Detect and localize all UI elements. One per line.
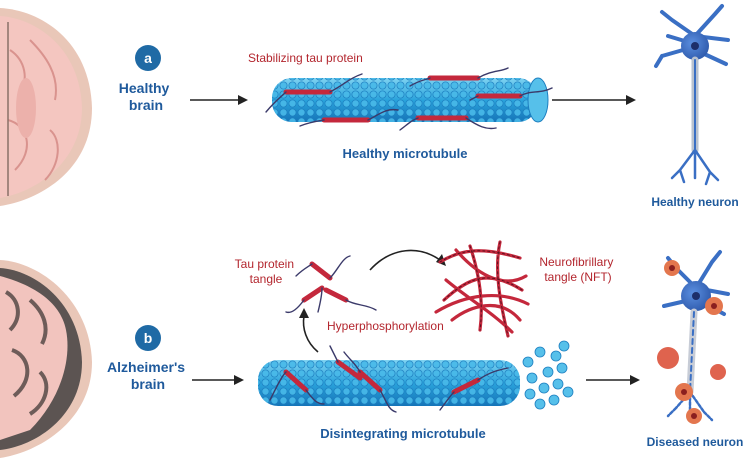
arrow-b-2 xyxy=(586,375,640,385)
diseased-neuron-label: Diseased neuron xyxy=(647,435,744,449)
healthy-neuron-label: Healthy neuron xyxy=(651,195,738,209)
stabilizing-tau-label: Stabilizing tau protein xyxy=(248,51,363,65)
amyloid-plaques xyxy=(657,260,726,424)
badge-a xyxy=(135,45,161,71)
alzheimers-brain-label: Alzheimer's brain xyxy=(107,359,189,392)
disintegrating-microtubule-label: Disintegrating microtubule xyxy=(320,426,485,441)
hyperphosphorylation-label: Hyperphosphorylation xyxy=(327,319,444,333)
panel-a: a Healthy brain Stabilizing tau protein xyxy=(0,4,739,209)
healthy-neuron xyxy=(654,4,730,186)
healthy-brain-label: Healthy brain xyxy=(119,80,173,113)
arrow-a-2 xyxy=(552,95,636,105)
tau-tangle xyxy=(285,255,377,314)
panel-b: b Alzheimer's brain Tau protein tangle xyxy=(0,240,744,458)
healthy-microtubule xyxy=(265,67,553,131)
badge-b-text: b xyxy=(144,330,153,346)
nft-label: Neurofibrillary tangle (NFT) xyxy=(539,255,616,284)
arrow-microtubule-to-tangle xyxy=(299,308,319,353)
tau-proteins xyxy=(265,67,553,131)
nft-tangle xyxy=(434,240,530,338)
arrow-a-1 xyxy=(190,95,248,105)
detached-tubulin xyxy=(522,340,574,410)
arrow-b-1 xyxy=(192,375,244,385)
healthy-brain-image xyxy=(0,8,92,206)
tau-tangle-label: Tau protein tangle xyxy=(235,257,298,286)
alzheimers-brain-image xyxy=(0,260,92,458)
detaching-tau xyxy=(269,345,509,413)
badge-a-text: a xyxy=(144,50,152,66)
arrow-tangle-to-nft xyxy=(369,249,446,271)
healthy-microtubule-label: Healthy microtubule xyxy=(343,146,468,161)
diseased-neuron xyxy=(662,250,730,422)
disintegrating-microtubule xyxy=(258,340,574,413)
badge-b xyxy=(135,325,161,351)
